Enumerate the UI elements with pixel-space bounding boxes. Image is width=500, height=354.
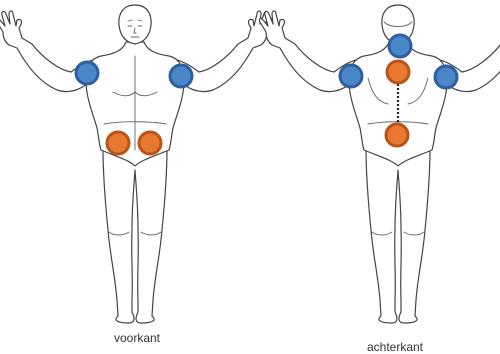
marker-left-upper-arm	[76, 62, 98, 84]
marker-left-shoulder	[340, 65, 362, 87]
marker-left-hip	[107, 132, 129, 154]
marker-right-upper-arm	[170, 65, 192, 87]
marker-lower-back	[386, 124, 408, 146]
marker-upper-back	[387, 61, 409, 83]
marker-neck	[389, 35, 411, 57]
marker-right-shoulder	[435, 66, 457, 88]
front-figure: voorkant	[0, 5, 274, 345]
back-caption: achterkant	[367, 340, 424, 354]
marker-right-hip	[139, 132, 161, 154]
back-figure: achterkant	[259, 5, 500, 354]
front-caption: voorkant	[114, 331, 161, 345]
